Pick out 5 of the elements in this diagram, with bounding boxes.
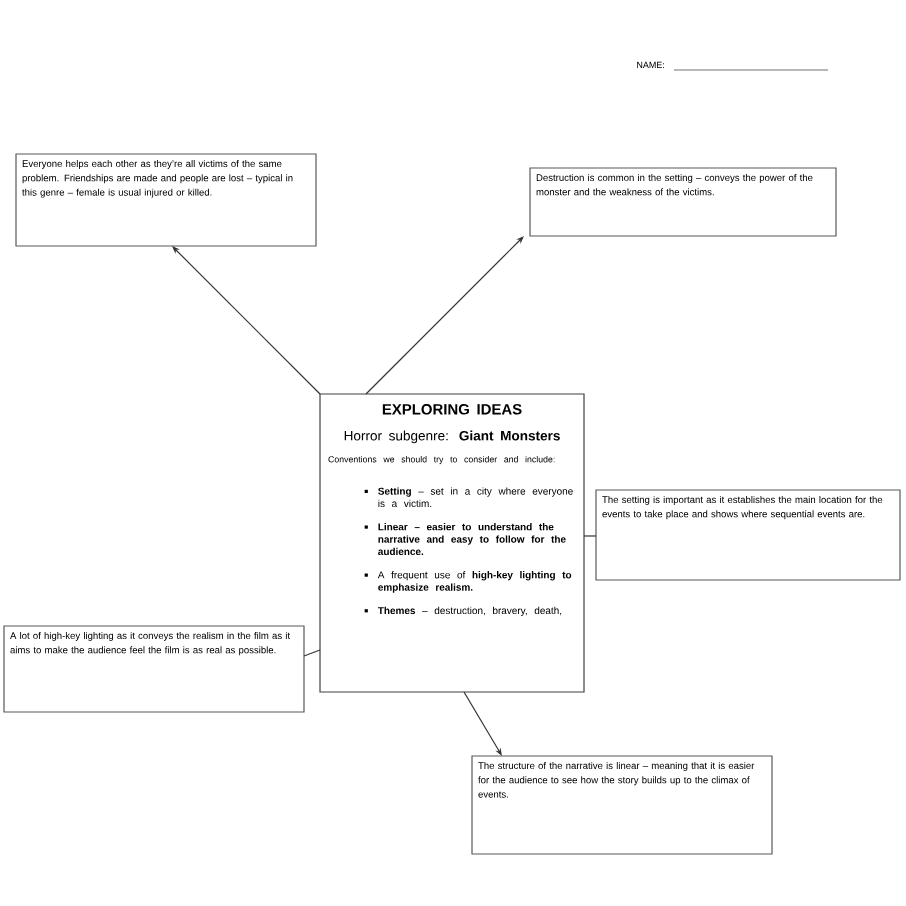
connector-line (583, 535, 597, 537)
arrow (365, 236, 524, 395)
arrow (172, 246, 321, 395)
arrow (463, 691, 502, 756)
connector-line (303, 649, 321, 657)
